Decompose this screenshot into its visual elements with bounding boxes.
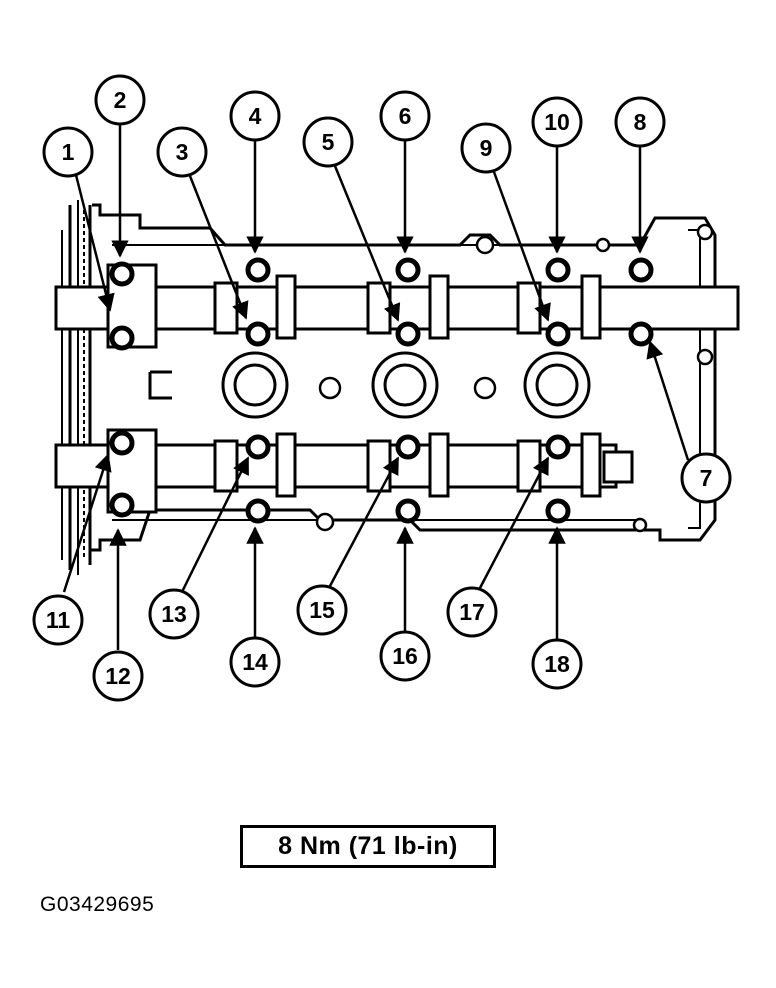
callout-13: 13	[161, 601, 187, 627]
bolt-12	[109, 492, 135, 518]
bolt-4	[245, 321, 271, 347]
callout-10: 10	[544, 109, 570, 135]
bolt-18	[545, 498, 571, 524]
callout-18: 18	[544, 651, 570, 677]
callout-2: 2	[114, 87, 127, 113]
callout-14: 14	[242, 649, 268, 675]
bolt-7	[628, 321, 654, 347]
bolt-15	[395, 434, 421, 460]
torque-spec-label: 8 Nm (71 lb-in)	[240, 825, 496, 868]
bolt-11	[109, 430, 135, 456]
bolt-6	[395, 321, 421, 347]
callout-11: 11	[46, 607, 71, 633]
bolt-17	[545, 434, 571, 460]
callout-6: 6	[399, 103, 412, 129]
callout-bubbles	[32, 74, 732, 702]
callout-8: 8	[634, 109, 647, 135]
bolt-upper-2	[109, 325, 135, 351]
cam-cap-bolts	[109, 257, 654, 524]
bolt-9	[545, 257, 571, 283]
spark-plug-wells	[148, 351, 591, 419]
bolt-5	[395, 257, 421, 283]
figure-id: G03429695	[40, 893, 155, 916]
cam-lobes	[213, 274, 634, 498]
callout-1: 1	[62, 139, 75, 165]
callout-16: 16	[392, 643, 418, 669]
callout-15: 15	[309, 597, 335, 623]
timing-cover	[61, 200, 92, 575]
callout-labels: 1 2 3 4 5 6 7 8 9 10 11 12 13 14 15 16 1…	[46, 87, 713, 689]
callout-leaders	[62, 124, 690, 650]
bolt-10	[545, 321, 571, 347]
bolt-13	[245, 434, 271, 460]
callout-9: 9	[480, 135, 493, 161]
bolt-3	[245, 257, 271, 283]
bolt-14	[245, 498, 271, 524]
head-bosses	[315, 223, 714, 533]
bolt-16	[395, 498, 421, 524]
callout-12: 12	[105, 663, 131, 689]
bolt-upper-1	[109, 261, 135, 287]
callout-17: 17	[459, 599, 485, 625]
callout-5: 5	[322, 129, 335, 155]
callout-3: 3	[176, 139, 189, 165]
bolt-8	[628, 257, 654, 283]
callout-4: 4	[249, 103, 262, 129]
callout-7: 7	[700, 465, 713, 491]
